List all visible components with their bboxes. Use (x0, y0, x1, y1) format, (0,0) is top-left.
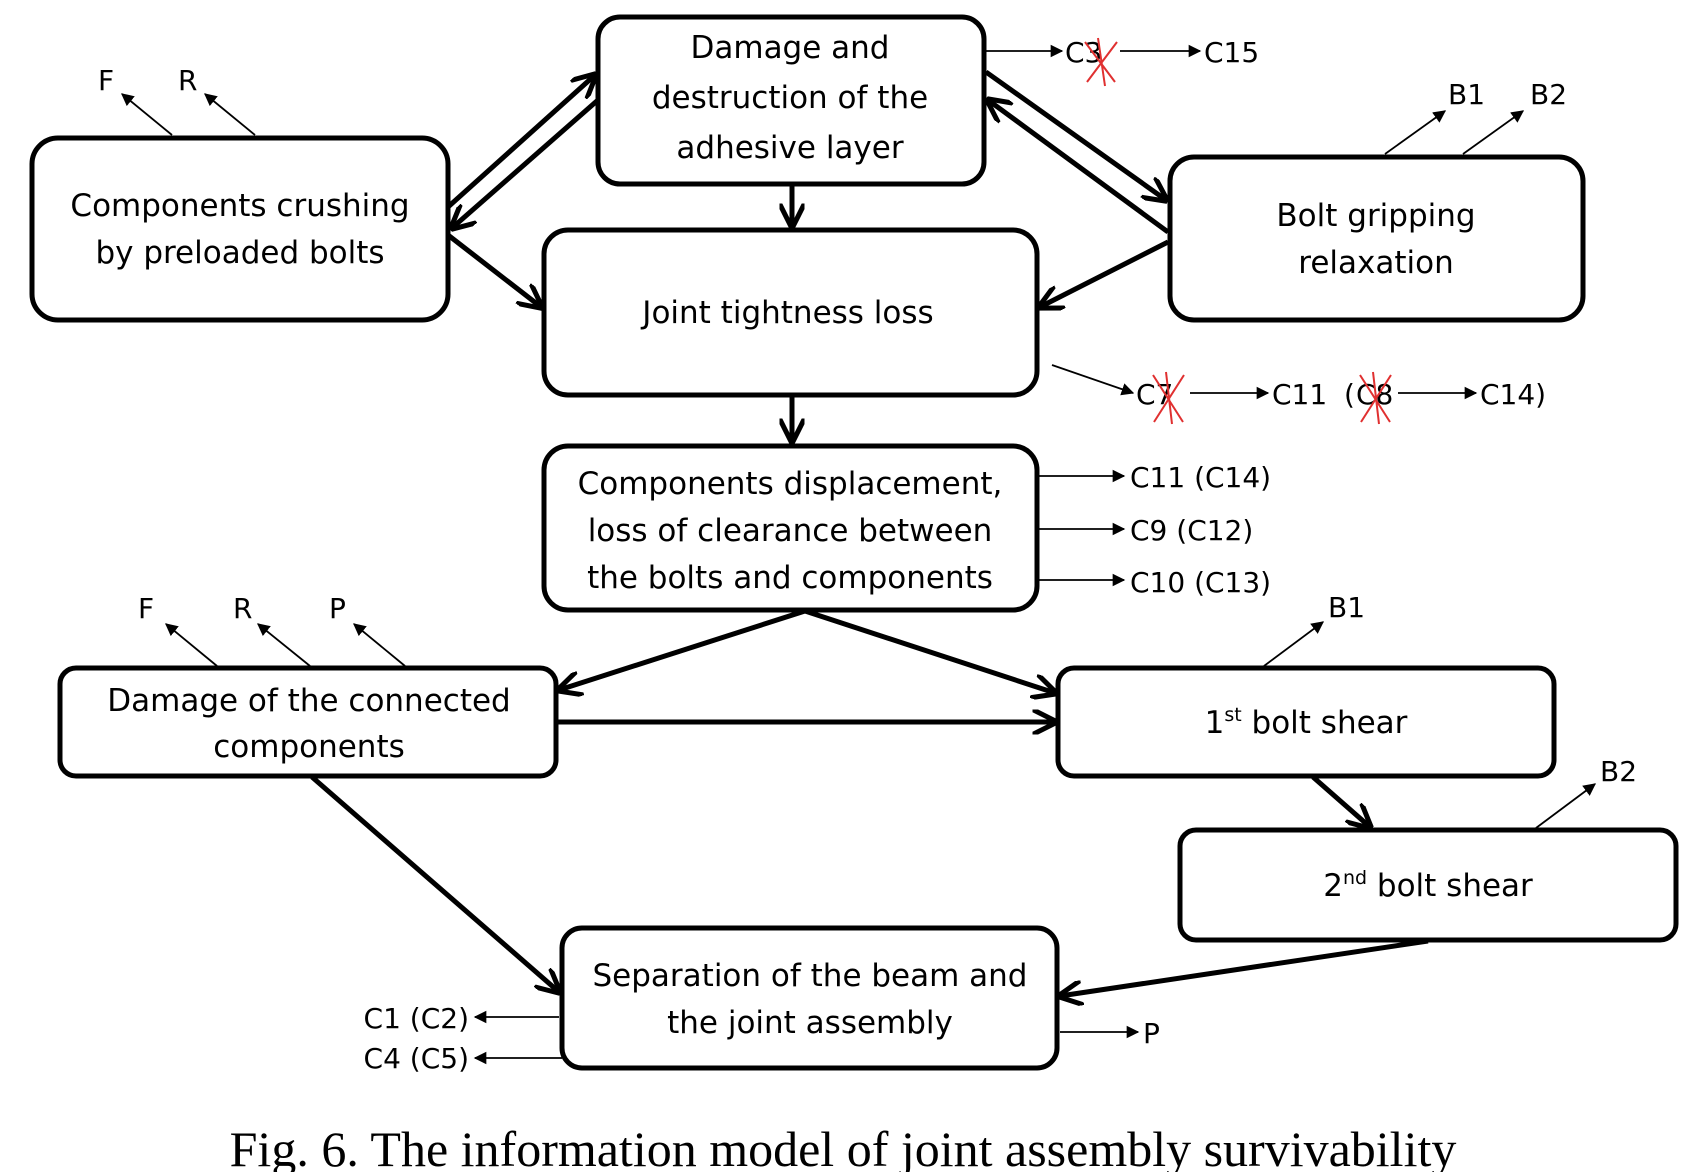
arrow-crushing-f (121, 93, 173, 136)
node-displacement-line-3: the bolts and components (587, 560, 993, 596)
arrow-damage-f (165, 623, 218, 667)
node-shear2-rest: bolt shear (1367, 868, 1533, 904)
node-shear2-number: 2 (1323, 868, 1343, 904)
arrow-bolt-grip-to-adhesive (988, 100, 1170, 235)
label-separation-c4: C4 (C5) (364, 1042, 469, 1075)
node-components-crushing: Components crushing by preloaded bolts (29, 135, 451, 323)
node-crushing-line-1: Components crushing (70, 188, 409, 224)
label-tightness-c14: C14) (1480, 378, 1546, 411)
arrow-damage-p (353, 623, 406, 667)
label-adhesive-c15: C15 (1204, 36, 1259, 69)
arrow-bolt-grip-to-tightness (1040, 239, 1170, 307)
node-shear1-rest: bolt shear (1242, 705, 1408, 741)
node-separation-line-2: the joint assembly (667, 1005, 953, 1041)
label-crushing-f: F (98, 64, 114, 97)
node-displacement-line-2: loss of clearance between (588, 513, 993, 549)
label-bolt-grip-b2: B2 (1530, 78, 1567, 111)
node-separation-beam-joint: Separation of the beam and the joint ass… (559, 925, 1060, 1071)
arrow-bolt-grip-b1 (1384, 110, 1447, 155)
node-displacement-line-1: Components displacement, (578, 466, 1003, 502)
node-shear1-superscript: st (1224, 704, 1241, 726)
node-crushing-line-2: by preloaded bolts (95, 235, 384, 271)
node-first-bolt-shear: 1st bolt shear (1055, 665, 1557, 779)
arrow-shear1-b1 (1263, 621, 1325, 667)
arrow-tightness-c7 (1051, 364, 1135, 396)
arrow-adhesive-to-crushing (452, 98, 600, 228)
node-joint-tightness-loss: Joint tightness loss (541, 227, 1040, 398)
cross-out-c7 (1152, 371, 1185, 425)
cross-out-c3 (1084, 37, 1118, 87)
label-displacement-3: C10 (C13) (1130, 566, 1271, 599)
label-displacement-2: C9 (C12) (1130, 514, 1253, 547)
label-tightness-c11: C11 (1272, 378, 1327, 411)
arrow-adhesive-to-bolt-grip (984, 69, 1166, 200)
node-adhesive-line-3: adhesive layer (676, 130, 903, 166)
figure-caption: Fig. 6. The information model of joint a… (230, 1121, 1457, 1172)
arrow-damage-to-separation (310, 775, 559, 992)
label-separation-p: P (1143, 1017, 1160, 1050)
node-adhesive-layer-damage: Damage and destruction of the adhesive l… (595, 14, 987, 187)
arrow-crushing-to-adhesive (446, 75, 595, 209)
label-damage-p: P (329, 592, 346, 625)
arrow-displacement-to-damage (559, 608, 806, 690)
label-adhesive-c3: C3 (1065, 36, 1102, 69)
node-adhesive-line-2: destruction of the (652, 80, 928, 116)
node-components-displacement: Components displacement, loss of clearan… (541, 443, 1040, 613)
node-bolt-grip-line-1: Bolt gripping (1276, 198, 1475, 234)
arrow-shear2-to-separation (1060, 938, 1429, 996)
node-shear1-text: 1st bolt shear (1205, 704, 1408, 741)
node-damage-line-1: Damage of the connected (107, 683, 510, 719)
label-displacement-1: C11 (C14) (1130, 461, 1271, 494)
label-damage-r: R (233, 592, 252, 625)
node-separation-line-1: Separation of the beam and (593, 958, 1028, 994)
node-shear2-text: 2nd bolt shear (1323, 867, 1533, 904)
label-tightness-paren: ( (1344, 378, 1355, 411)
arrow-shear2-b2 (1535, 783, 1597, 829)
label-shear2-b2: B2 (1600, 755, 1637, 788)
node-bolt-gripping-relaxation: Bolt gripping relaxation (1167, 154, 1586, 323)
arrow-bolt-grip-b2 (1462, 110, 1525, 155)
node-damage-connected-components: Damage of the connected components (57, 665, 559, 779)
arrow-crushing-r (204, 93, 256, 136)
label-crushing-r: R (178, 64, 197, 97)
label-separation-c1: C1 (C2) (364, 1002, 469, 1035)
label-bolt-grip-b1: B1 (1448, 78, 1485, 111)
node-damage-line-2: components (213, 729, 405, 765)
node-bolt-grip-line-2: relaxation (1298, 245, 1453, 281)
cross-out-c8 (1359, 371, 1392, 425)
arrow-damage-r (257, 623, 311, 667)
node-tightness-line-1: Joint tightness loss (640, 295, 933, 331)
node-shear1-number: 1 (1205, 705, 1225, 741)
label-damage-f: F (138, 592, 154, 625)
node-adhesive-line-1: Damage and (691, 30, 890, 66)
label-shear1-b1: B1 (1328, 591, 1365, 624)
arrow-shear1-to-shear2 (1311, 775, 1370, 827)
arrow-crushing-to-tightness (446, 233, 541, 307)
node-shear2-superscript: nd (1343, 867, 1367, 889)
arrow-displacement-to-shear1 (804, 608, 1055, 693)
node-second-bolt-shear: 2nd bolt shear (1177, 827, 1679, 943)
